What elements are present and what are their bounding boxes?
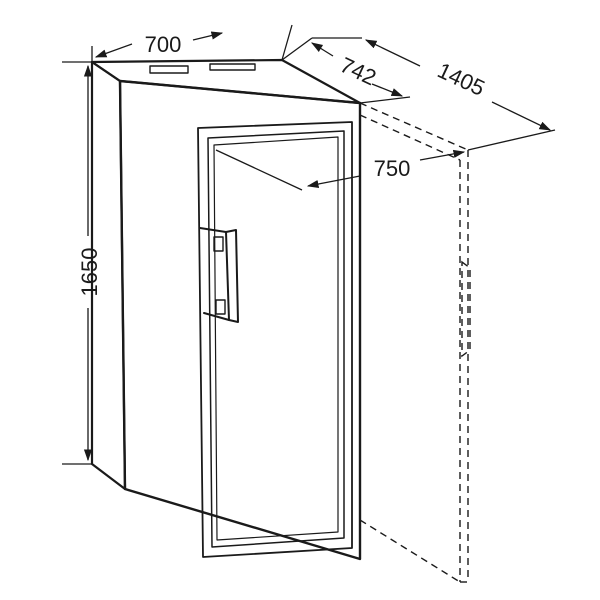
door: [198, 122, 352, 557]
door-glass-inner: [214, 137, 338, 540]
height-dimension: 1650: [62, 62, 125, 489]
depth-door-open-label: 1405: [434, 58, 489, 101]
top-vent-right: [210, 64, 255, 70]
door-frame: [198, 122, 352, 557]
door-handle: [200, 228, 238, 322]
width-dimension: 700: [92, 25, 292, 62]
width-label: 700: [145, 32, 182, 57]
cabinet: [92, 60, 360, 559]
top-vent-left: [150, 66, 188, 73]
door-swing-dimension: 750: [216, 150, 464, 190]
height-label: 1650: [77, 248, 102, 297]
door-glass-panel: [208, 131, 344, 547]
door-swing-label: 750: [374, 156, 411, 181]
cabinet-front-face: [120, 81, 360, 559]
